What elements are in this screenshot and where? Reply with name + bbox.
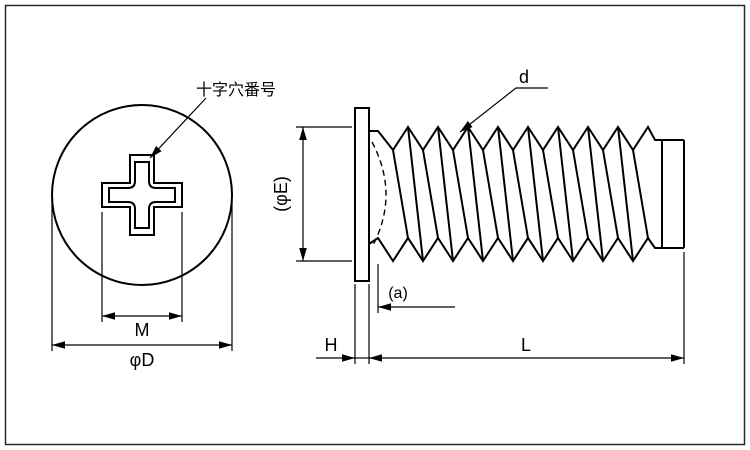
screw-side-view: d (φE) (a) H L [271, 67, 685, 364]
d-leader [459, 87, 548, 133]
thread-profile-bottom [368, 236, 684, 263]
phillips-recess-outer [101, 154, 183, 236]
head-top-view: 十字穴番号 M φD [51, 81, 276, 370]
l-label: L [521, 335, 531, 355]
head-outline-circle [51, 104, 233, 286]
thread-flank-lines [407, 126, 634, 262]
phid-label: φD [130, 350, 155, 370]
a-label: (a) [388, 285, 408, 302]
recess-note-label: 十字穴番号 [196, 81, 276, 99]
thread-root-lines [392, 149, 649, 239]
m-label: M [135, 320, 150, 340]
hidden-recess-arc [371, 141, 387, 248]
recess-note-leader [149, 97, 207, 159]
screw-head [354, 107, 370, 282]
thread-profile-top [369, 125, 684, 152]
phie-label: (φE) [271, 176, 291, 212]
d-label: d [519, 67, 529, 87]
phillips-recess-inner [108, 161, 176, 229]
h-label: H [325, 335, 338, 355]
drawing-border [4, 4, 746, 446]
